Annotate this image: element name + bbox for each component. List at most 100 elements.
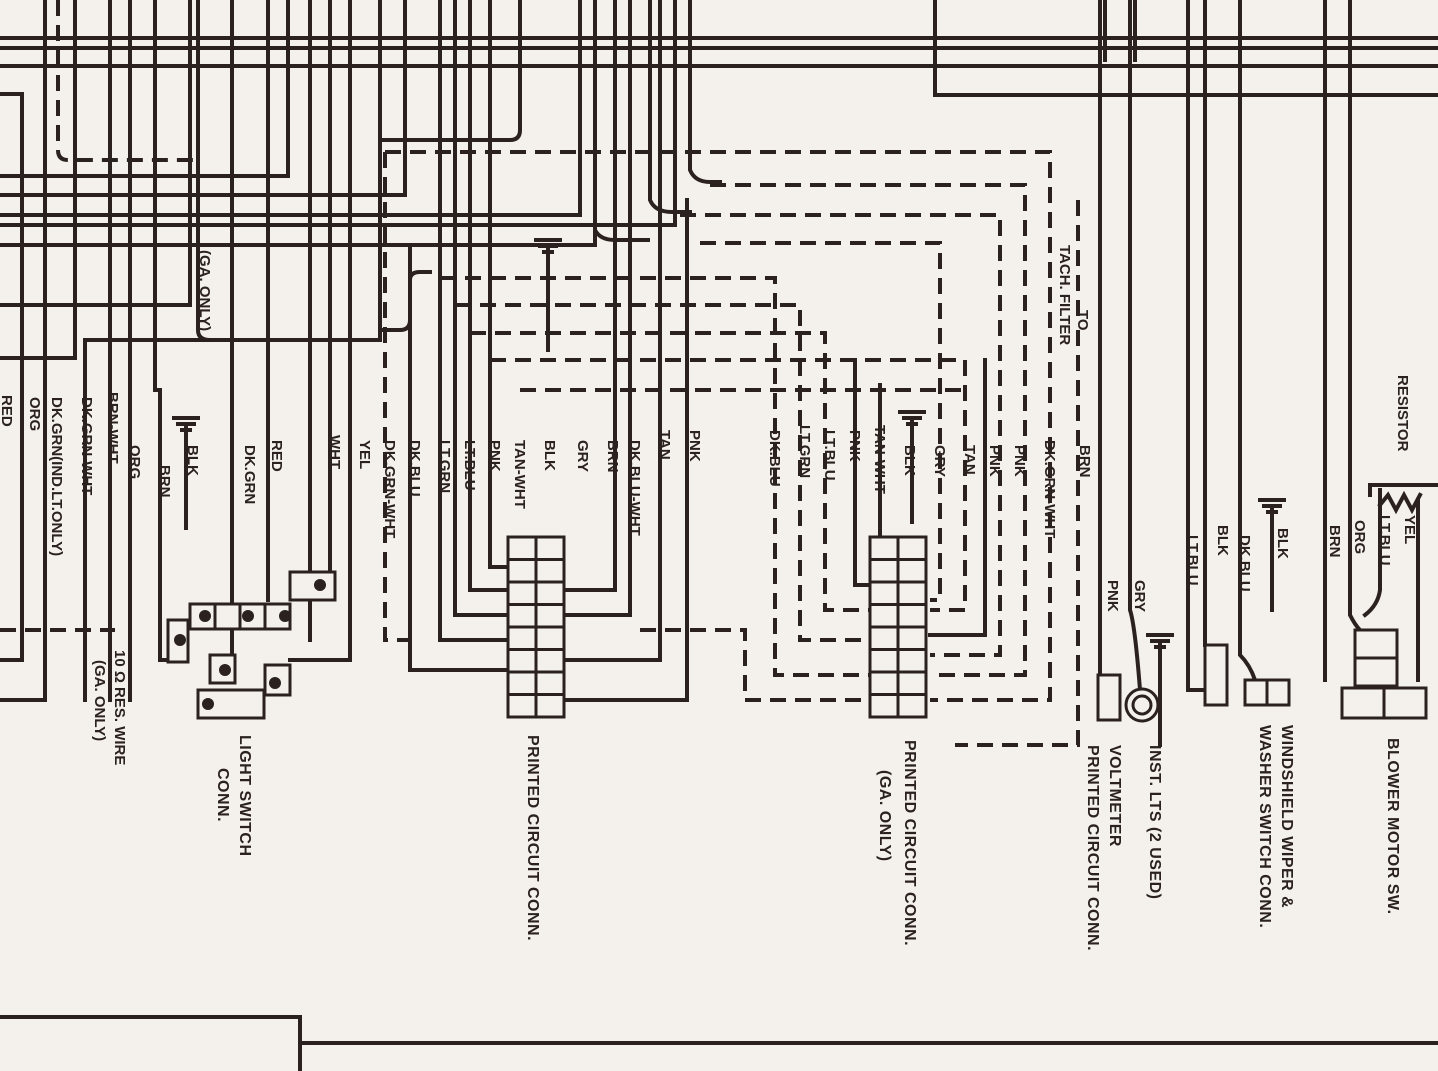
wire-label: PNK — [486, 440, 503, 472]
wire-label: PNK — [1104, 580, 1121, 612]
wire-label: BLK — [1214, 525, 1231, 556]
voltmeter-caption: PRINTED CIRCUIT CONN. — [1084, 745, 1101, 951]
printed-circuit-connector-ga — [868, 535, 928, 719]
wire-label: YEL — [1401, 515, 1418, 544]
tach-filter-note: TACH. FILTER — [1056, 245, 1073, 345]
wire-label: GRY — [574, 440, 591, 472]
ga-only-note: (GA. ONLY) — [196, 250, 213, 331]
wire-label: DK.GRN-WHT — [381, 440, 398, 538]
wire-label: PNK — [1011, 445, 1028, 477]
wire-label: BLK — [1274, 528, 1291, 559]
wire-label: DK.BLU-WHT — [626, 440, 643, 536]
wire-label: PNK — [846, 430, 863, 462]
wire-label: DK.BLU — [406, 440, 423, 497]
connector-cavity — [534, 603, 566, 629]
wire-label: ORG — [26, 397, 43, 431]
wire-label: GRY — [1131, 580, 1148, 612]
light-switch-caption: LIGHT SWITCH — [236, 735, 253, 857]
left-harness-wires — [0, 0, 722, 702]
connector-cavity — [506, 603, 538, 629]
resistor-icon — [1368, 483, 1438, 515]
connector-cavity — [868, 648, 900, 674]
ground-icon — [172, 416, 200, 530]
wire-label: LT.BLU — [1376, 515, 1393, 566]
connector-cavity — [896, 648, 928, 674]
printed-circuit-caption: PRINTED CIRCUIT CONN. — [524, 735, 541, 941]
wire-label: DK.GRN — [241, 445, 258, 504]
connector-cavity — [534, 670, 566, 696]
wire-label: BRN — [1326, 525, 1343, 558]
connector-cavity — [868, 670, 900, 696]
resistor-label: RESISTOR — [1394, 375, 1411, 452]
light-switch-connector — [166, 570, 337, 720]
connector-cavity — [506, 558, 538, 584]
dashed-wires — [383, 150, 1080, 747]
light-switch-caption: CONN. — [214, 768, 231, 822]
voltmeter-connector — [1096, 673, 1122, 722]
inst-lights-caption: INST. LTS (2 USED) — [1146, 745, 1163, 900]
wire-label: LT.GRN — [796, 425, 813, 478]
wire-label: DK.BLU — [1236, 535, 1253, 592]
ground-icon — [1146, 633, 1174, 747]
connector-cavity — [506, 535, 538, 561]
ground-icon — [534, 238, 562, 352]
wire-label: LT.BLU — [1184, 535, 1201, 586]
connector-cavity — [896, 670, 928, 696]
connector-cavity — [534, 558, 566, 584]
wire-label: RED — [268, 440, 285, 472]
wire-label: DK.GRN-WHT — [78, 397, 95, 495]
connector-cavity — [506, 693, 538, 719]
wire-label: PNK — [986, 445, 1003, 477]
wiper-switch-caption: WASHER SWITCH CONN. — [1256, 725, 1273, 928]
connector-cavity — [534, 535, 566, 561]
mid-wires — [853, 0, 1420, 693]
wire-label: TAN — [656, 430, 673, 460]
ground-icons — [172, 238, 1286, 747]
wire-label: DK.BLU — [766, 430, 783, 487]
connector-cavity — [534, 648, 566, 674]
wire-label: DK.GRN(IND.LT.ONLY) — [48, 397, 65, 556]
wire-label: BLK — [541, 440, 558, 471]
blower-switch-caption: BLOWER MOTOR SW. — [1384, 738, 1401, 915]
connector-cavity — [506, 648, 538, 674]
connector-cavity — [896, 535, 928, 561]
wire-label: WHT — [326, 435, 343, 469]
connector-cavity — [506, 670, 538, 696]
connector-cavity — [868, 558, 900, 584]
connector-cavity — [868, 535, 900, 561]
wiper-connector — [1203, 643, 1291, 707]
bottom-frame — [0, 1015, 1438, 1071]
wire-label: RED — [0, 395, 15, 427]
wire-label: TAN-WHT — [511, 440, 528, 509]
wire-label: DK.GRN-WHT — [1041, 440, 1058, 538]
blower-connector — [1340, 628, 1428, 720]
wire-label: TAN-WHT — [871, 425, 888, 494]
connector-cavity — [868, 625, 900, 651]
connector-cavity — [868, 603, 900, 629]
res-wire-note: (GA. ONLY) — [91, 660, 108, 741]
tach-filter-note: TO — [1074, 310, 1091, 331]
printed-circuit-connector — [506, 535, 566, 719]
wire-label: BRN — [604, 440, 621, 473]
connector-cavity — [534, 625, 566, 651]
connector-cavity — [896, 693, 928, 719]
ground-icon — [1258, 498, 1286, 612]
connector-cavity — [506, 625, 538, 651]
inst-lights — [1124, 687, 1160, 723]
wiper-switch-caption: WINDSHIELD WIPER & — [1278, 725, 1295, 908]
wire-label: ORG — [1351, 520, 1368, 554]
connector-cavity — [868, 580, 900, 606]
wire-label: BRN — [1076, 445, 1093, 478]
connector-cavity — [896, 603, 928, 629]
wire-label: LT.BLU — [461, 440, 478, 491]
connector-cavity — [534, 693, 566, 719]
wire-label: BLK — [184, 445, 201, 476]
connector-cavity — [896, 625, 928, 651]
wire-label: GRY — [931, 445, 948, 477]
wire-label: BRN-WHT — [104, 392, 121, 464]
wire-label: BLK — [901, 445, 918, 476]
connector-cavity — [896, 558, 928, 584]
